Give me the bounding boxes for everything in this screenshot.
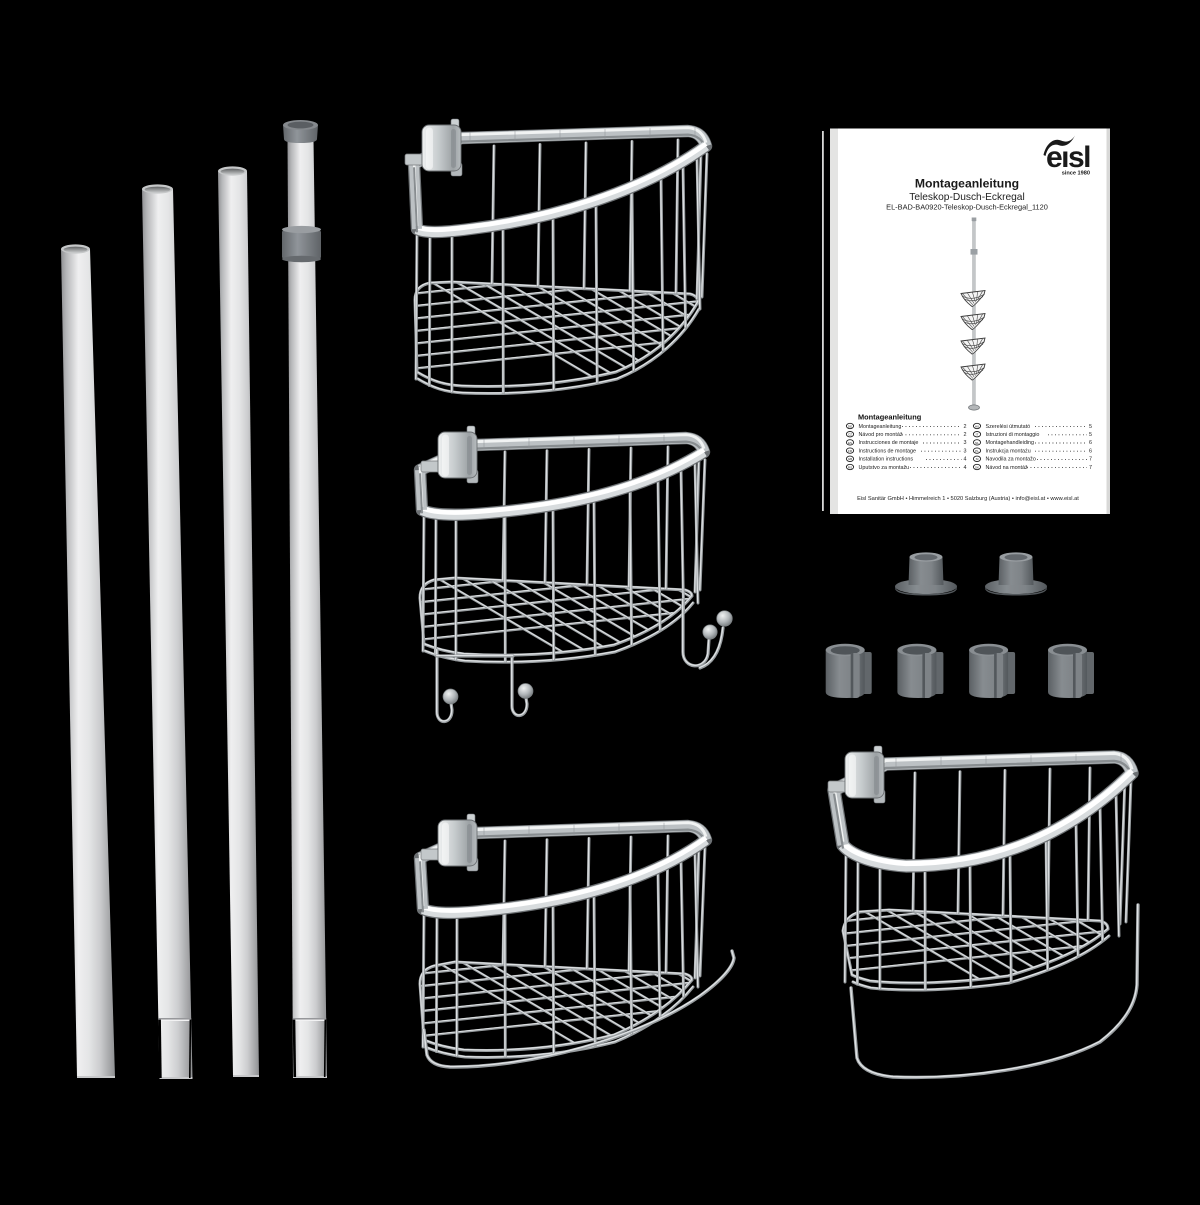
- svg-text:Návod na montáž: Návod na montáž: [986, 465, 1029, 471]
- svg-text:CZ: CZ: [848, 433, 852, 437]
- svg-text:NL: NL: [975, 441, 979, 445]
- svg-text:3: 3: [964, 448, 967, 454]
- svg-text:Uputstvo za montažu: Uputstvo za montažu: [859, 465, 910, 471]
- svg-text:Montageanleitung: Montageanleitung: [859, 424, 902, 430]
- svg-text:7: 7: [1089, 457, 1092, 463]
- svg-text:eısl: eısl: [1046, 141, 1090, 174]
- svg-text:GB: GB: [848, 457, 852, 461]
- svg-text:Instructions de montage: Instructions de montage: [859, 448, 917, 454]
- svg-text:7: 7: [1089, 465, 1092, 471]
- svg-text:RS: RS: [848, 465, 852, 469]
- svg-text:FR: FR: [848, 449, 853, 453]
- svg-text:5: 5: [1089, 424, 1092, 430]
- svg-text:2: 2: [964, 432, 967, 438]
- svg-text:3: 3: [964, 440, 967, 446]
- svg-text:4: 4: [964, 465, 967, 471]
- svg-text:Teleskop-Dusch-Eckregal: Teleskop-Dusch-Eckregal: [909, 192, 1025, 203]
- svg-text:PL: PL: [975, 449, 979, 453]
- svg-text:IT: IT: [976, 433, 979, 437]
- svg-text:2: 2: [964, 424, 967, 430]
- svg-text:5: 5: [1089, 432, 1092, 438]
- svg-text:Installation instructions: Installation instructions: [859, 457, 914, 463]
- svg-text:6: 6: [1089, 448, 1092, 454]
- svg-text:SI: SI: [976, 457, 979, 461]
- svg-text:since 1980: since 1980: [1062, 171, 1090, 177]
- svg-text:Eisl Sanitär GmbH • Himmelreic: Eisl Sanitär GmbH • Himmelreich 1 • 5020…: [857, 496, 1079, 502]
- svg-text:Instrucciones de montaje: Instrucciones de montaje: [859, 440, 919, 446]
- svg-text:6: 6: [1089, 440, 1092, 446]
- svg-text:Navodila za montažo: Navodila za montažo: [986, 457, 1036, 463]
- svg-text:Istruzioni di montaggio: Istruzioni di montaggio: [986, 432, 1040, 438]
- svg-text:Montageanleitung: Montageanleitung: [915, 177, 1019, 191]
- svg-text:ES: ES: [848, 441, 852, 445]
- svg-text:Montageanleitung: Montageanleitung: [858, 413, 922, 422]
- svg-text:Szerelési útmutató: Szerelési útmutató: [986, 424, 1031, 430]
- svg-text:Instrukcja montażu: Instrukcja montażu: [986, 448, 1031, 454]
- svg-text:EL-BAD-BA0920-Teleskop-Dusch-E: EL-BAD-BA0920-Teleskop-Dusch-Eckregal_11…: [886, 203, 1048, 212]
- svg-text:Návod pro montáž: Návod pro montáž: [859, 432, 903, 438]
- svg-text:SK: SK: [975, 465, 979, 469]
- svg-text:4: 4: [964, 457, 967, 463]
- svg-text:Montagehandleiding: Montagehandleiding: [986, 440, 1035, 446]
- svg-text:DE: DE: [848, 424, 852, 428]
- svg-text:HU: HU: [975, 424, 979, 428]
